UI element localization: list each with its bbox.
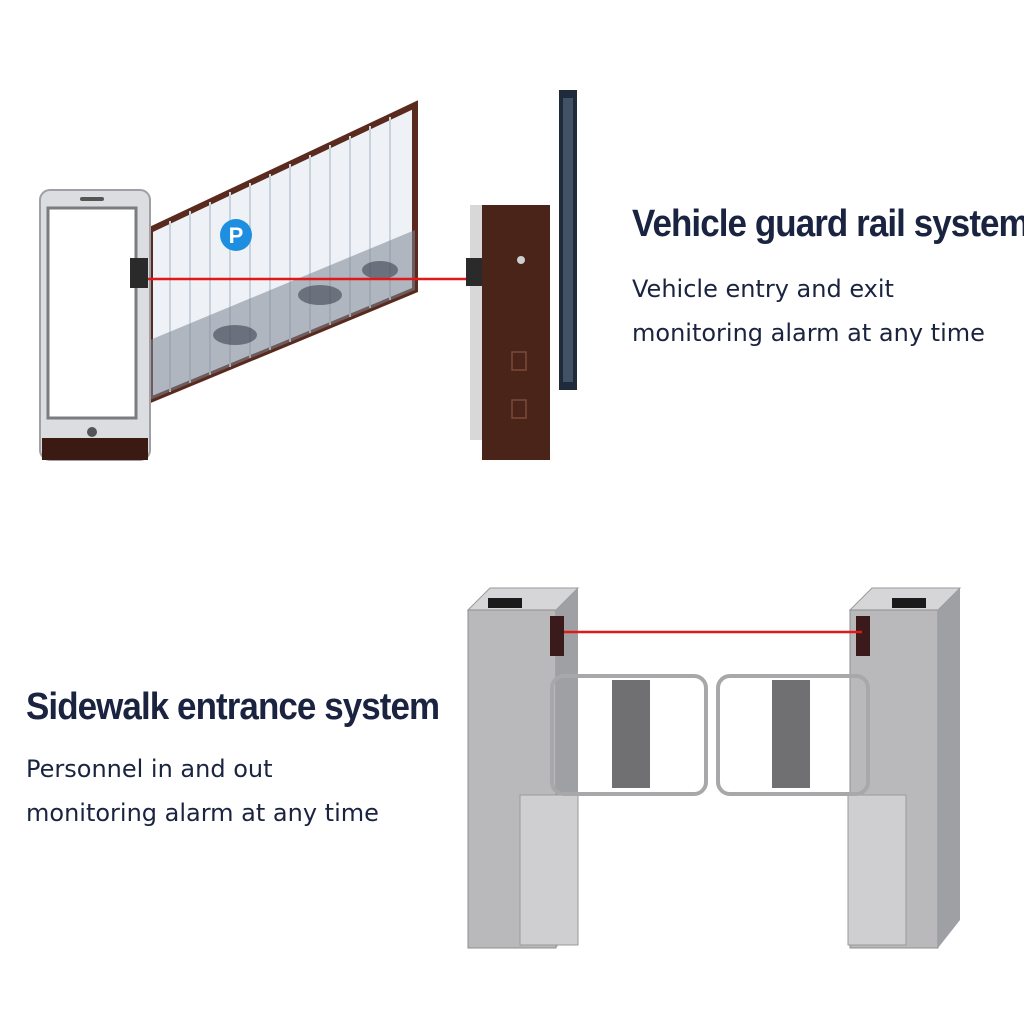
right-swing-gate (716, 674, 870, 796)
sidewalk-desc-line-2: monitoring alarm at any time (26, 799, 379, 827)
vehicle-desc-line-1: Vehicle entry and exit (632, 275, 894, 303)
barrier-cabinet (466, 205, 550, 460)
right-turnstile-pillar (847, 587, 962, 949)
car-image-band (150, 230, 415, 400)
svg-text:P: P (229, 223, 244, 248)
sidewalk-desc-line-1: Personnel in and out (26, 755, 273, 783)
vehicle-desc-line-2: monitoring alarm at any time (632, 319, 985, 347)
sidewalk-turnstile-illustration (466, 587, 962, 949)
left-swing-gate (550, 674, 708, 796)
sidewalk-section-title: Sidewalk entrance system (26, 686, 440, 728)
vehicle-guard-rail-illustration: P (39, 90, 577, 461)
left-kiosk (39, 189, 151, 461)
parking-logo-icon: P (220, 219, 252, 251)
vehicle-section-title: Vehicle guard rail system (632, 203, 1024, 245)
left-turnstile-pillar (466, 587, 580, 949)
vertical-gate-arm (559, 90, 577, 390)
